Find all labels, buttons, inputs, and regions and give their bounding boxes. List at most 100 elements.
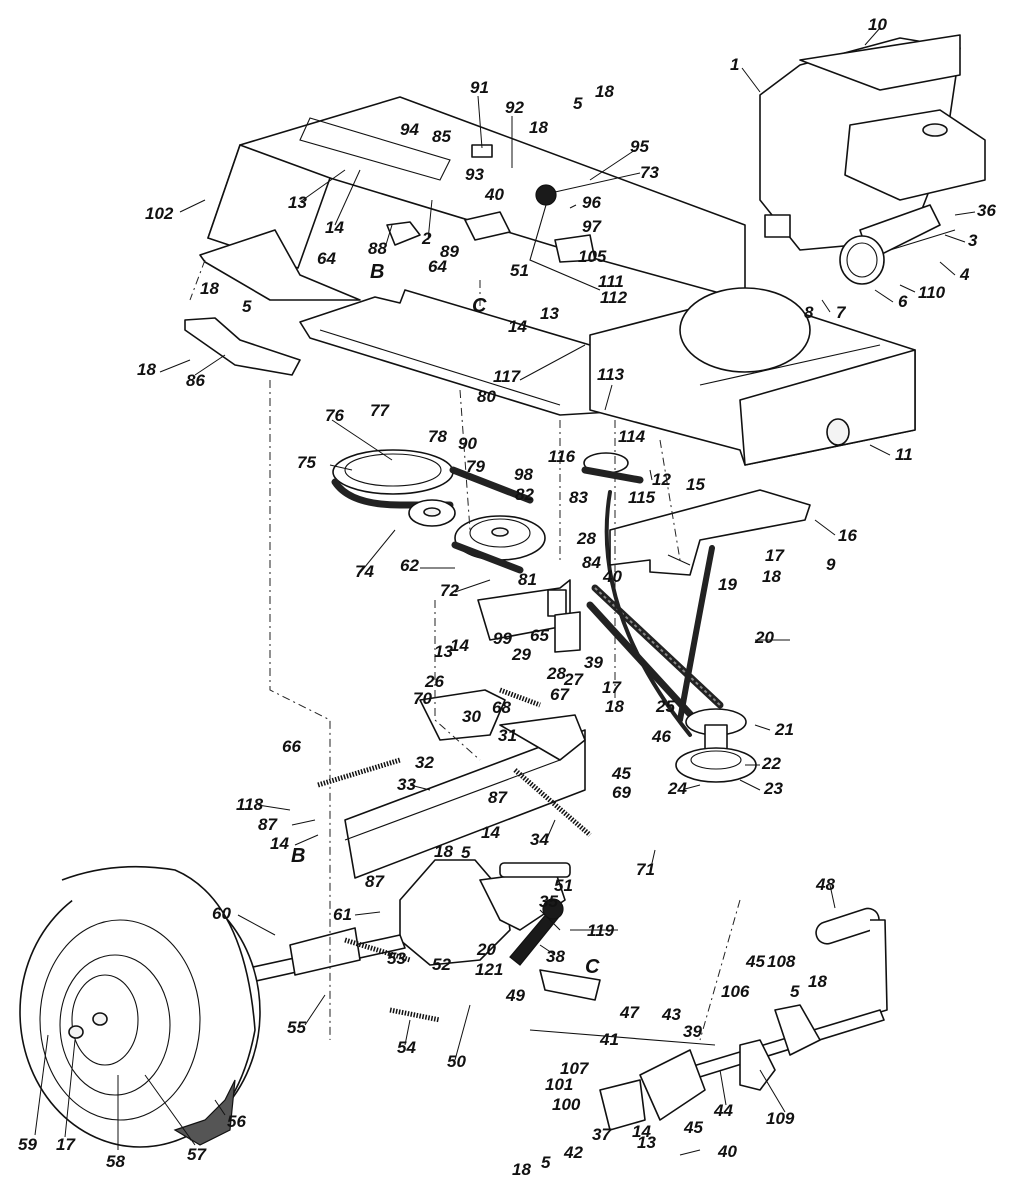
- callout-52: 52: [432, 955, 451, 974]
- callout-106: 106: [721, 982, 750, 1001]
- callout-9: 9: [826, 555, 836, 574]
- callout-35: 35: [539, 892, 558, 911]
- callout-66: 66: [282, 737, 301, 756]
- callout-44: 44: [713, 1101, 733, 1120]
- callout-53: 53: [387, 949, 406, 968]
- callout-114: 114: [618, 427, 646, 446]
- callout-86: 86: [186, 371, 205, 390]
- callout-28-lower: 28: [546, 664, 566, 683]
- callout-6: 6: [898, 292, 908, 311]
- callout-40-top: 40: [484, 185, 504, 204]
- callout-47: 47: [619, 1003, 640, 1022]
- callout-98: 98: [514, 465, 533, 484]
- fender-housing: [199, 96, 746, 301]
- callout-5-transaxle: 5: [461, 843, 471, 862]
- callout-36: 36: [977, 201, 996, 220]
- callout-18-transaxle: 18: [434, 842, 453, 861]
- callout-95: 95: [630, 137, 649, 156]
- callout-112: 112: [600, 288, 628, 307]
- callout-92: 92: [505, 98, 524, 117]
- callout-61: 61: [333, 905, 352, 924]
- callout-73: 73: [640, 163, 659, 182]
- callout-102: 102: [145, 204, 174, 223]
- callout-60: 60: [212, 904, 231, 923]
- callout-7: 7: [836, 303, 847, 322]
- callout-34: 34: [530, 830, 549, 849]
- callout-80: 80: [477, 387, 496, 406]
- left-brackets: [184, 144, 601, 376]
- callout-3: 3: [968, 231, 978, 250]
- callout-41: 41: [599, 1030, 619, 1049]
- callout-100: 100: [552, 1095, 581, 1114]
- callout-67: 67: [550, 685, 570, 704]
- callout-2: 2: [421, 229, 432, 248]
- callout-45-mid: 45: [611, 764, 631, 783]
- callout-91: 91: [470, 78, 489, 97]
- callout-56: 56: [227, 1112, 246, 1131]
- callout-13-mid: 13: [540, 304, 559, 323]
- callout-51-transaxle: 51: [554, 876, 573, 895]
- callout-31: 31: [498, 726, 517, 745]
- callout-17-right: 17: [765, 546, 785, 565]
- callout-5-pedal: 5: [790, 982, 800, 1001]
- callout-115: 115: [628, 488, 656, 507]
- part-drawings: [19, 34, 986, 1148]
- callout-79: 79: [466, 457, 485, 476]
- callout-87-left: 87: [258, 815, 278, 834]
- callout-5-bracket: 5: [242, 297, 252, 316]
- callout-58: 58: [106, 1152, 125, 1171]
- rear-wheel: [19, 865, 261, 1148]
- callout-13-mid2: 13: [434, 642, 453, 661]
- callout-1: 1: [730, 55, 739, 74]
- callout-97: 97: [582, 217, 602, 236]
- drive-pulleys-belts: [331, 449, 757, 783]
- callout-71: 71: [636, 860, 655, 879]
- callout-101: 101: [545, 1075, 573, 1094]
- callout-labels: 10 1 91 92 5 18 18 94 85 95 73 93 40 96 …: [18, 15, 996, 1179]
- callout-108: 108: [767, 952, 796, 971]
- callout-64-center: 64: [428, 257, 447, 276]
- callout-17-wheel: 17: [56, 1135, 76, 1154]
- callout-15: 15: [686, 475, 705, 494]
- callout-14-fender: 14: [325, 218, 344, 237]
- callout-38: 38: [546, 947, 565, 966]
- callout-5-bottom: 5: [541, 1153, 551, 1172]
- transaxle-bracket: [317, 687, 592, 879]
- callout-111: 111: [598, 272, 624, 291]
- callout-93: 93: [465, 165, 484, 184]
- callout-75: 75: [297, 453, 316, 472]
- callout-54: 54: [397, 1038, 416, 1057]
- callout-40-bottom: 40: [717, 1142, 737, 1161]
- callout-39-mid: 39: [584, 653, 603, 672]
- callout-19: 19: [718, 575, 737, 594]
- callout-40-mid: 40: [602, 567, 622, 586]
- callout-87-upper: 87: [488, 788, 508, 807]
- callout-76: 76: [325, 406, 344, 425]
- callout-81: 81: [518, 570, 537, 589]
- callout-14-mid2: 14: [450, 636, 469, 655]
- callout-55: 55: [287, 1018, 306, 1037]
- callout-ref-c-top: C: [472, 295, 487, 317]
- callout-84: 84: [582, 553, 601, 572]
- callout-20-right: 20: [754, 628, 774, 647]
- callout-116: 116: [548, 447, 576, 466]
- callout-ref-c-bottom: C: [585, 956, 600, 978]
- callout-22: 22: [761, 754, 781, 773]
- callout-29: 29: [511, 645, 531, 664]
- callout-14-mid: 14: [508, 317, 527, 336]
- callout-14-left: 14: [270, 834, 289, 853]
- callout-13-fender: 13: [288, 193, 307, 212]
- callout-18-pedal: 18: [808, 972, 827, 991]
- callout-70: 70: [413, 689, 432, 708]
- callout-82: 82: [515, 485, 534, 504]
- callout-118: 118: [236, 795, 264, 814]
- callout-48: 48: [815, 875, 835, 894]
- callout-46: 46: [651, 727, 671, 746]
- callout-107: 107: [560, 1059, 590, 1078]
- callout-117: 117: [493, 367, 522, 386]
- callout-83: 83: [569, 488, 588, 507]
- callout-4: 4: [959, 265, 970, 284]
- callout-17-mid: 17: [602, 678, 622, 697]
- callout-37: 13: [637, 1133, 656, 1152]
- callout-109: 109: [766, 1109, 795, 1128]
